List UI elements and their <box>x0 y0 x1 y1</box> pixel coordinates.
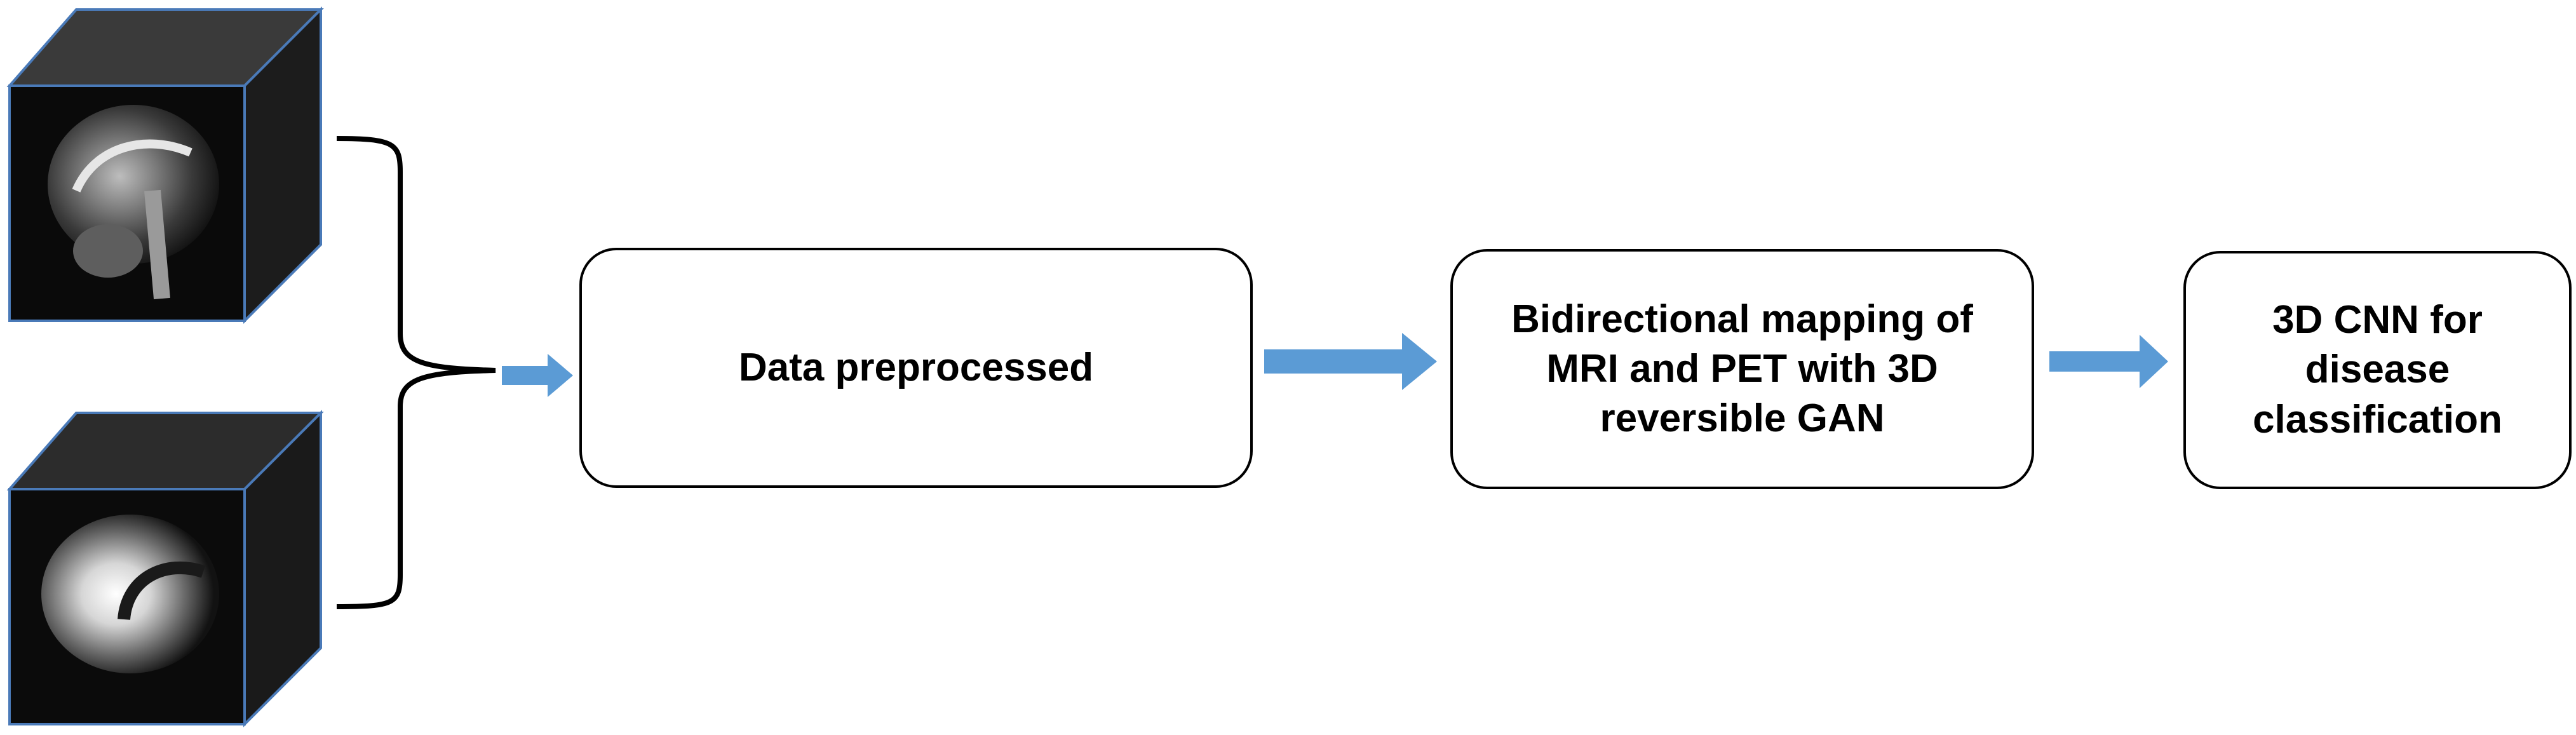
input-brace <box>336 136 496 609</box>
step-box-preprocessing: Data preprocessed <box>579 248 1253 488</box>
pet-ventricle <box>118 561 206 621</box>
pet-brain-volume-icon <box>6 410 324 727</box>
mri-brainstem <box>144 189 170 300</box>
step-label-reversible-gan: Bidirectional mapping of MRI and PET wit… <box>1511 297 1973 441</box>
step-label-cnn-classification: 3D CNN for disease classification <box>2253 298 2502 442</box>
step-box-cnn-classification: 3D CNN for disease classification <box>2183 251 2572 489</box>
arrow-preprocess-to-gan <box>1264 333 1437 390</box>
mri-cerebellum <box>73 224 143 278</box>
step-label-preprocessing: Data preprocessed <box>738 345 1094 389</box>
step-box-reversible-gan: Bidirectional mapping of MRI and PET wit… <box>1450 249 2034 489</box>
arrow-gan-to-cnn <box>2049 335 2168 388</box>
mri-brain-volume-icon <box>6 6 324 324</box>
mri-corpus-callosum <box>72 139 192 192</box>
arrow-inputs-to-preprocess <box>502 354 573 397</box>
